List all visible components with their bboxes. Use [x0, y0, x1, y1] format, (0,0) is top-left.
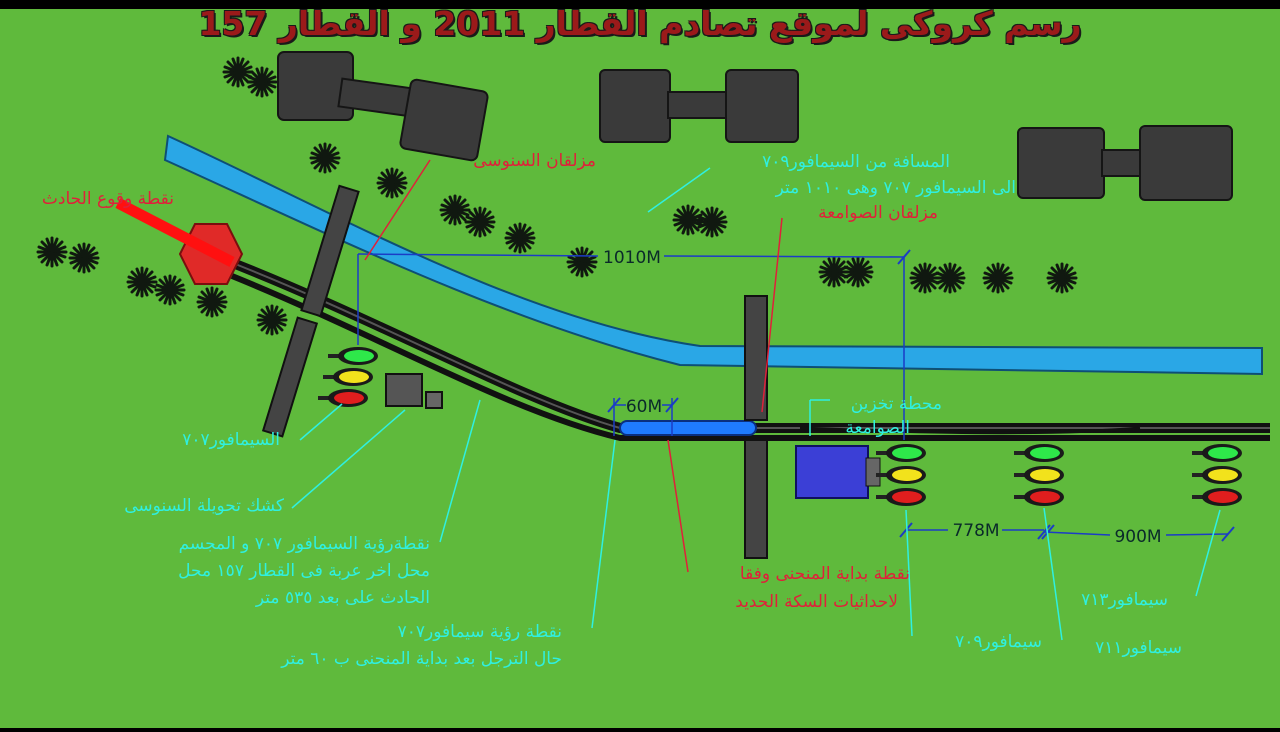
leader-lines-cyan	[291, 167, 1221, 641]
label-visibility-walk-2: حال الترجل بعد بداية المنحنى ب ٦٠ متر	[281, 649, 562, 669]
page-title: رسم كروكى لموقع تصادم القطار 2011 و القط…	[198, 4, 1082, 43]
label-semaphore-713: سيمافور٧١٣	[1081, 590, 1168, 610]
label-curve-start-2: لاحداثيات السكة الحديد	[735, 592, 898, 612]
label-semaphore-709: سيمافور٧٠٩	[955, 632, 1042, 652]
label-curve-start-1: نقطة بداية المنحنى وفقا	[739, 564, 910, 584]
leader-lines-red	[364, 159, 783, 573]
distance-60: 60M	[626, 397, 662, 417]
top-border	[0, 0, 1280, 9]
dimension-lines	[357, 253, 1229, 536]
label-senousi-bridge: مزلقان السنوسى	[473, 151, 596, 171]
label-semaphore-711: سيمافور٧١١	[1095, 638, 1182, 658]
label-semaphore-707: السيمافور٧٠٧	[182, 430, 280, 450]
label-accident-point: نقطة وقوع الحادث	[41, 189, 174, 209]
senousi-bridge	[261, 184, 360, 438]
label-distance-note-1: المسافة من السيمافور٧٠٩	[762, 152, 950, 172]
building-3	[1017, 125, 1233, 201]
label-sawamaa-bridge: مزلقان الصوامعة	[818, 203, 938, 223]
label-visibility-walk-1: نقطة رؤية سيمافور٧٠٧	[397, 622, 562, 642]
train-157-segment	[619, 420, 757, 436]
sawamaa-bridge	[744, 295, 768, 559]
label-storage-station-1: محطة تخزين	[850, 394, 942, 414]
label-visibility-2: محل اخر عربة فى القطار ١٥٧ محل	[178, 561, 430, 581]
distance-900: 900M	[1114, 527, 1161, 547]
label-visibility-1: نقطةرؤية السيمافور ٧٠٧ و المجسم	[178, 534, 430, 554]
building-2	[599, 69, 799, 143]
bottom-border	[0, 728, 1280, 732]
label-distance-note-2: الى السيمافور ٧٠٧ وهى ١٠١٠ متر	[775, 178, 1016, 198]
label-storage-station-2: الصوامعة	[845, 418, 910, 438]
label-visibility-3: الحادث على بعد ٥٣٥ متر	[255, 588, 430, 608]
distance-778: 778M	[952, 521, 999, 541]
semaphore-711-lights	[1014, 444, 1064, 506]
label-switch-kiosk: كشك تحويلة السنوسى	[124, 496, 284, 516]
semaphore-713-lights	[1192, 444, 1242, 506]
storage-station-shape	[795, 445, 881, 499]
railway-track	[218, 253, 1270, 441]
switch-kiosk-shape	[385, 373, 443, 409]
distance-1010: 1010M	[603, 248, 661, 268]
semaphore-709-lights	[876, 444, 926, 506]
accident-pointer	[115, 198, 235, 267]
semaphore-707-lights	[318, 347, 378, 407]
building-1	[277, 51, 489, 162]
